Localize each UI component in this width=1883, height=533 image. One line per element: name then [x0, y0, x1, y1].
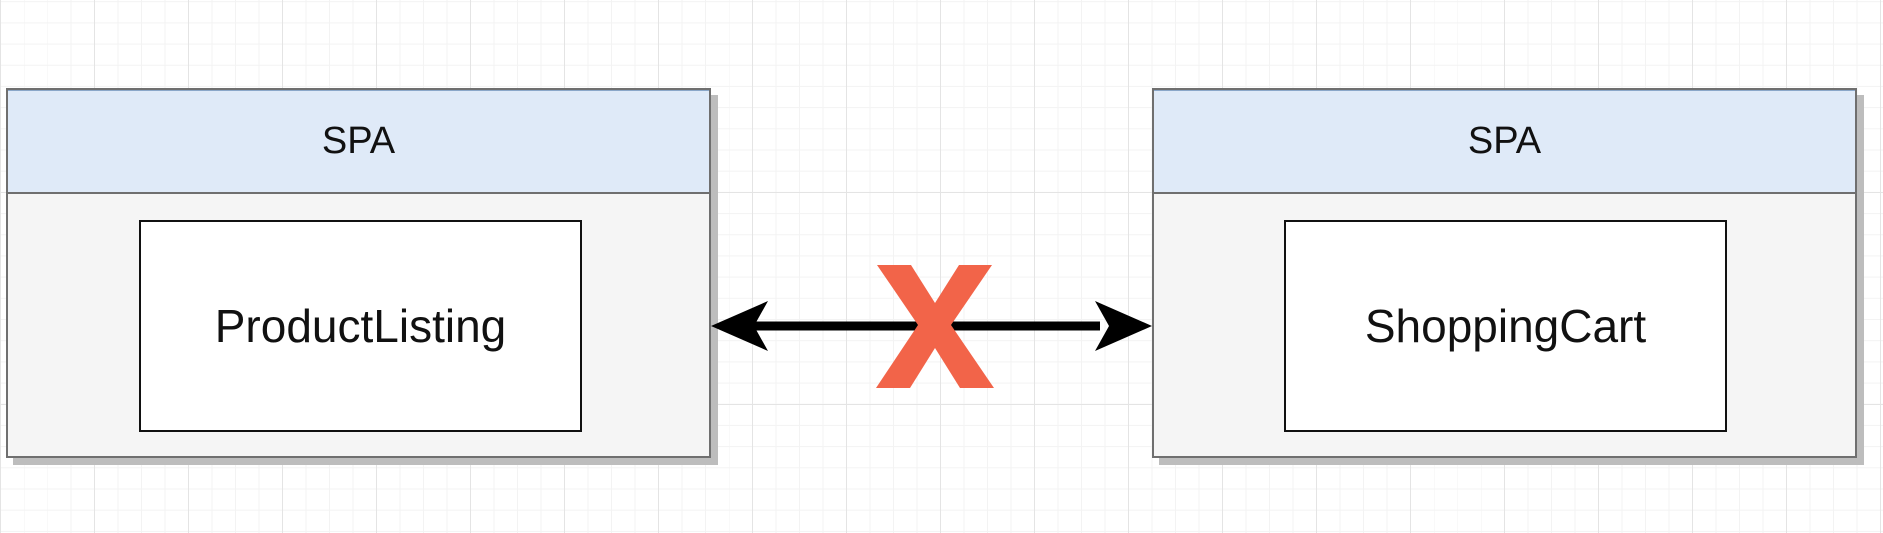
blocked-mark: X — [872, 256, 994, 388]
spa-header-label-left: SPA — [321, 119, 396, 162]
product-listing-label: ProductListing — [214, 300, 507, 352]
shopping-cart-label: ShoppingCart — [1364, 300, 1647, 352]
blocked-x-icon — [876, 265, 994, 388]
spa-header-label-right: SPA — [1467, 119, 1542, 162]
spa-container-left[interactable]: SPA ProductListing — [6, 88, 711, 458]
spa-header-left: SPA — [8, 90, 709, 194]
spa-header-right: SPA — [1154, 90, 1855, 194]
product-listing-component[interactable]: ProductListing — [139, 220, 582, 432]
arrowhead-right-icon — [1095, 301, 1152, 351]
arrowhead-left-icon — [711, 301, 768, 351]
shopping-cart-component[interactable]: ShoppingCart — [1284, 220, 1727, 432]
spa-container-right[interactable]: SPA ShoppingCart — [1152, 88, 1857, 458]
